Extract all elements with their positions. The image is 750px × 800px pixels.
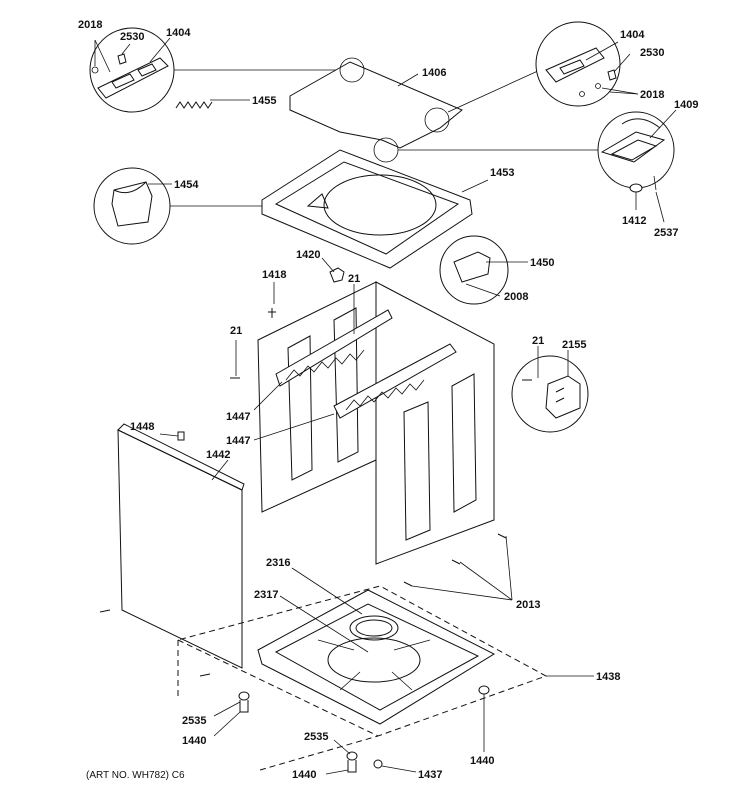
detail-circle-switch [597,109,677,223]
label-2535-left: 2535 [182,715,206,727]
label-1450: 1450 [530,257,554,269]
label-1438: 1438 [596,671,620,683]
label-1404-right: 1404 [620,29,645,41]
label-2013: 2013 [516,599,540,611]
label-1454: 1454 [174,179,199,191]
label-1412: 1412 [622,215,646,227]
detail-circle-hinge-right [535,21,639,107]
label-1447-b: 1447 [226,435,250,447]
lid-part [289,57,463,163]
detail-circle-terminal [511,346,589,433]
detail-circle-dispenser [93,167,172,245]
label-2317: 2317 [254,589,278,601]
label-2530-right: 2530 [640,47,664,59]
detail-circle-lid-lock [439,235,528,305]
label-2155: 2155 [562,339,586,351]
label-1442: 1442 [206,449,230,461]
label-1409: 1409 [674,99,698,111]
label-1406: 1406 [422,67,446,79]
label-2018-left: 2018 [78,19,102,31]
label-1448: 1448 [130,421,154,433]
label-1440-left: 1440 [182,735,206,747]
label-1440-bottom: 1440 [292,769,316,781]
label-1404-left: 1404 [166,27,191,39]
label-2018-right: 2018 [640,89,664,101]
label-2530-left: 2530 [120,31,144,43]
front-panel-part [117,423,245,669]
label-1455: 1455 [252,95,276,107]
label-21-top: 21 [348,273,360,285]
label-1453: 1453 [490,167,514,179]
top-cover-part [261,149,489,269]
cabinet-part [257,281,495,565]
art-number-caption: (ART NO. WH782) C6 [86,770,185,781]
label-21-left: 21 [230,325,242,337]
label-2537: 2537 [654,227,678,239]
label-1420: 1420 [296,249,320,261]
label-1437: 1437 [418,769,442,781]
label-21-right: 21 [532,335,544,347]
label-1447-a: 1447 [226,411,250,423]
clip-part [329,267,345,283]
label-1440-right: 1440 [470,755,494,767]
label-1418: 1418 [262,269,286,281]
spring-part [175,99,250,109]
label-2535-bottom: 2535 [304,731,328,743]
base-part [257,589,496,725]
label-2008: 2008 [504,291,528,303]
label-2316: 2316 [266,557,290,569]
leader-detail-right-a [447,69,541,113]
